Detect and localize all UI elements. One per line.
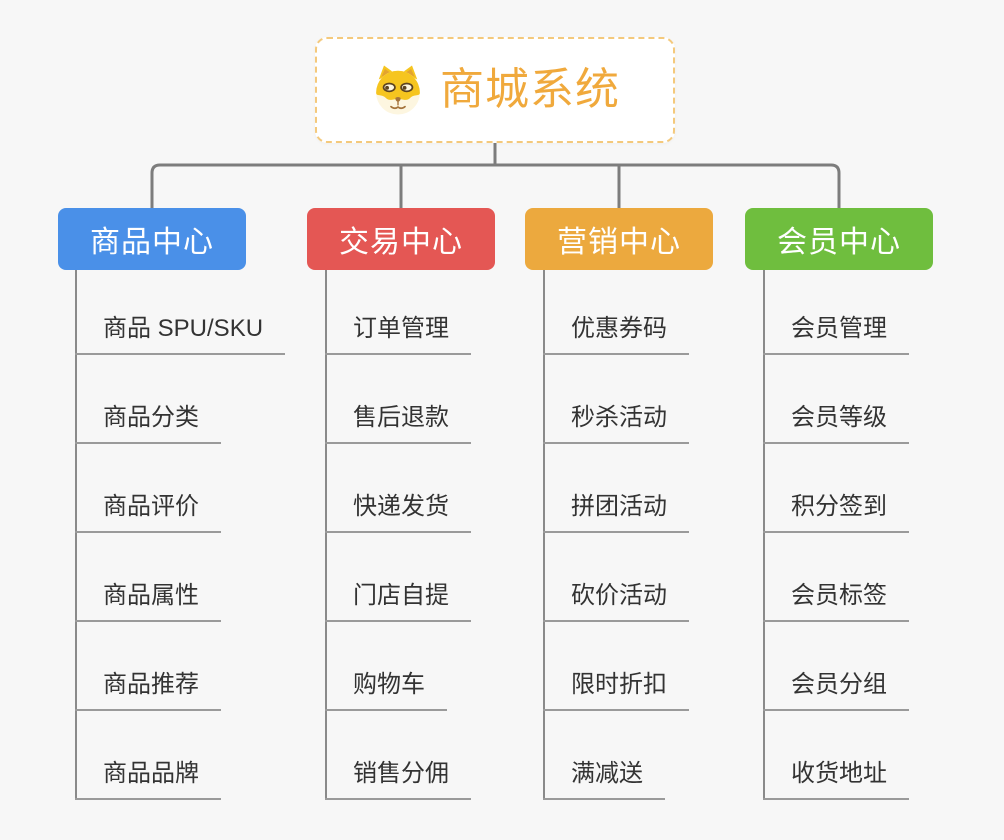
leaf-topic[interactable]: 会员标签 bbox=[763, 578, 909, 622]
leaf-topic[interactable]: 商品品牌 bbox=[75, 756, 221, 800]
branch-node-trade-center[interactable]: 交易中心 bbox=[307, 208, 495, 270]
branch-label: 营销中心 bbox=[557, 226, 681, 259]
branch-label: 会员中心 bbox=[777, 226, 901, 259]
leaf-topic[interactable]: 商品 SPU/SKU bbox=[75, 311, 286, 355]
leaf-topic[interactable]: 商品分类 bbox=[75, 400, 221, 444]
leaf-topic[interactable]: 满减送 bbox=[543, 756, 665, 800]
leaf-topic[interactable]: 砍价活动 bbox=[543, 578, 689, 622]
root-title: 商城系统 bbox=[440, 65, 620, 114]
leaf-topic[interactable]: 商品评价 bbox=[75, 489, 221, 533]
doge-icon bbox=[376, 65, 420, 115]
leaf-topic[interactable]: 拼团活动 bbox=[543, 489, 689, 533]
branch-node-product-center[interactable]: 商品中心 bbox=[58, 208, 246, 270]
leaf-topic[interactable]: 收货地址 bbox=[763, 756, 909, 800]
leaf-topic[interactable]: 商品属性 bbox=[75, 578, 221, 622]
leaf-topic[interactable]: 门店自提 bbox=[325, 578, 471, 622]
leaf-topic[interactable]: 会员管理 bbox=[763, 311, 909, 355]
leaf-topic[interactable]: 售后退款 bbox=[325, 400, 471, 444]
leaf-topic[interactable]: 优惠券码 bbox=[543, 311, 689, 355]
leaf-topic[interactable]: 商品推荐 bbox=[75, 667, 221, 711]
branch-node-marketing-center[interactable]: 营销中心 bbox=[525, 208, 713, 270]
leaf-topic[interactable]: 秒杀活动 bbox=[543, 400, 689, 444]
leaf-topic[interactable]: 会员等级 bbox=[763, 400, 909, 444]
leaf-topic[interactable]: 会员分组 bbox=[763, 667, 909, 711]
root-node[interactable]: 商城系统 bbox=[315, 37, 675, 143]
leaf-topic[interactable]: 限时折扣 bbox=[543, 667, 689, 711]
leaf-topic[interactable]: 积分签到 bbox=[763, 489, 909, 533]
leaf-topic[interactable]: 订单管理 bbox=[325, 311, 471, 355]
branch-label: 商品中心 bbox=[90, 226, 214, 259]
leaf-topic[interactable]: 快递发货 bbox=[325, 489, 471, 533]
leaf-topic[interactable]: 销售分佣 bbox=[325, 756, 471, 800]
branch-label: 交易中心 bbox=[339, 226, 463, 259]
leaf-topic[interactable]: 购物车 bbox=[325, 667, 447, 711]
branch-node-member-center[interactable]: 会员中心 bbox=[745, 208, 933, 270]
